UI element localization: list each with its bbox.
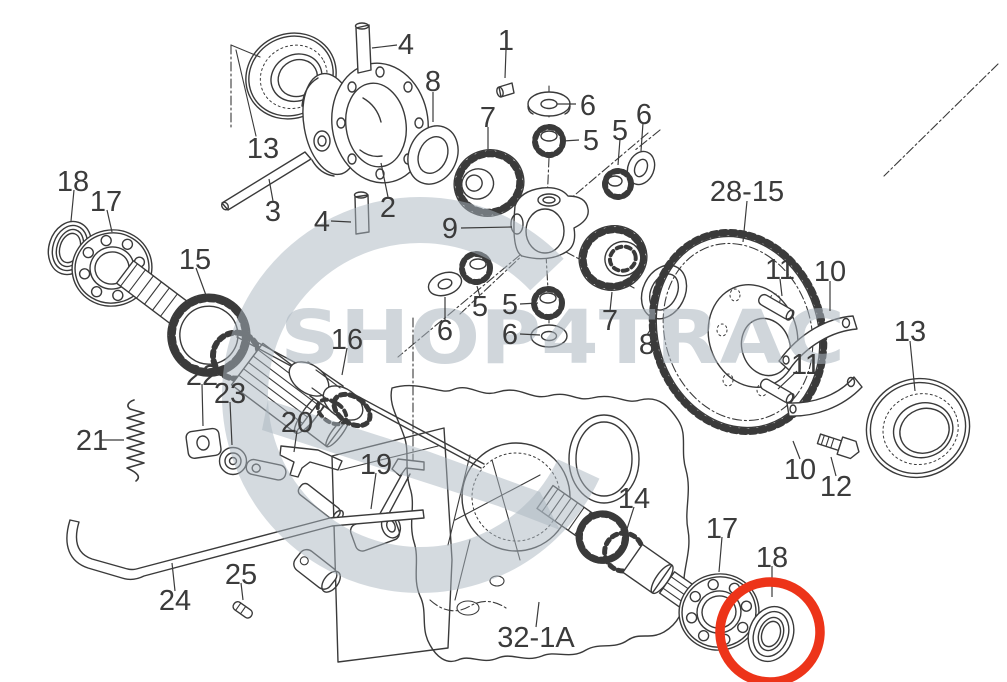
part-label: 2 [380, 192, 396, 224]
synchro-16 [288, 361, 373, 429]
gear-5-c [459, 251, 493, 285]
part-label: 21 [76, 425, 108, 457]
band-10-lower [786, 376, 863, 417]
part-label: 17 [90, 186, 122, 218]
part-label: 28-15 [710, 176, 784, 208]
pin-11-upper [758, 293, 795, 321]
part-label: 12 [820, 471, 852, 503]
part-label: 5 [583, 125, 599, 157]
part-label: 6 [580, 90, 596, 122]
seal-18-right [747, 605, 795, 663]
carrier-flange-2 [301, 62, 429, 184]
part-label: 32-1A [497, 622, 575, 654]
bearing-13-right [865, 377, 971, 479]
part-label: 5 [502, 289, 518, 321]
part-label: 10 [814, 256, 846, 288]
rod-3 [220, 151, 312, 211]
part-label: 8 [425, 66, 441, 98]
gear-7-top [453, 149, 525, 217]
plate-22 [185, 427, 222, 460]
part-label: 6 [502, 319, 518, 351]
leader-lines [70, 44, 916, 628]
part-label: 4 [314, 206, 330, 238]
part-label: 17 [706, 513, 738, 545]
band-10-upper [778, 315, 858, 371]
gear-5-b [602, 168, 634, 200]
watermark-ring [222, 197, 618, 593]
part-label: 7 [602, 305, 618, 337]
spring-21 [126, 399, 145, 482]
part-label: 25 [225, 559, 257, 591]
part-label: 22 [186, 360, 218, 392]
line-art-layer [47, 22, 999, 663]
part-label: 24 [159, 585, 191, 617]
gear-7-lower [578, 225, 648, 291]
part-label: 5 [612, 115, 628, 147]
part-label: 11 [791, 349, 821, 381]
part-label: 14 [618, 483, 650, 515]
part-label: 3 [265, 196, 281, 228]
pin-1 [496, 82, 515, 98]
gear-5-a [532, 124, 566, 158]
part-label: 6 [636, 99, 652, 131]
bolt-12 [816, 433, 860, 460]
part-label: 1 [498, 25, 514, 57]
part-label: 15 [179, 244, 211, 276]
watermark-swoosh [262, 400, 560, 530]
pin-4-top [354, 22, 372, 74]
part-label: 8 [639, 329, 655, 361]
part-label: 13 [894, 316, 926, 348]
part-label: 16 [331, 324, 363, 356]
part-label: 13 [247, 133, 279, 165]
watermark: SHOP4TRAC [222, 197, 845, 593]
washer-6-d [530, 324, 568, 348]
part-label: 9 [442, 213, 458, 245]
highlight-circle [715, 577, 825, 682]
washer-6-c [427, 271, 463, 297]
part-label: 19 [360, 449, 392, 481]
part-label: 23 [214, 378, 246, 410]
fork-lever-20 [279, 445, 344, 523]
part-label: 10 [784, 454, 816, 486]
part-label: 5 [472, 291, 488, 323]
part-label: 6 [437, 315, 453, 347]
part-label: 11 [765, 254, 795, 286]
part-label: 18 [756, 542, 788, 574]
pin-25 [232, 601, 254, 619]
part-label: 18 [57, 166, 89, 198]
seal-8-top [407, 125, 459, 185]
part-label: 7 [480, 102, 496, 134]
part-labels: 4 1 8 6 5 6 5 13 7 28-15 18 17 3 2 4 15 … [57, 25, 926, 654]
part-label: 4 [398, 29, 414, 61]
part-label: 20 [281, 407, 313, 439]
pin-11-lower [759, 378, 795, 405]
watermark-text: SHOP4TRAC [280, 295, 845, 381]
washer-6-b [626, 150, 656, 186]
